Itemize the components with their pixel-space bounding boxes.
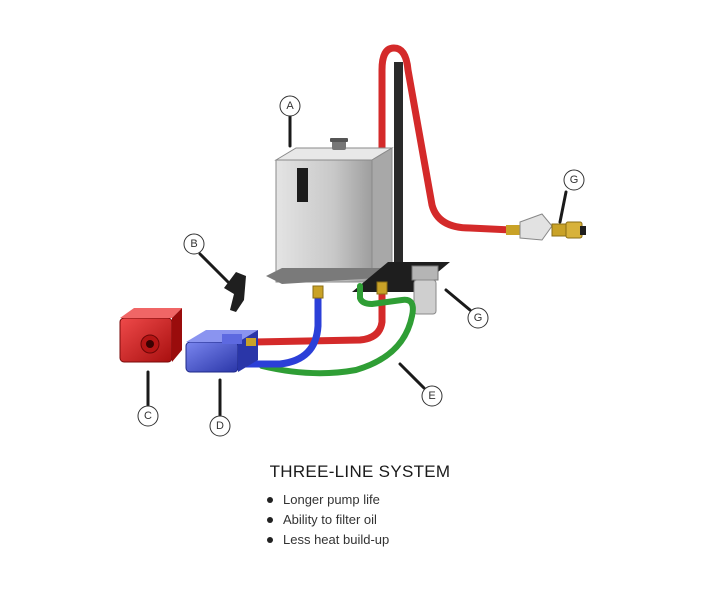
callout-a-label: A — [286, 100, 294, 112]
pressure-line-lower — [248, 291, 386, 346]
black-return-pipe — [394, 62, 403, 272]
filler-cap — [332, 140, 346, 150]
pressure-line — [378, 44, 516, 282]
return-line — [259, 283, 416, 377]
callout-e: E — [421, 385, 443, 407]
mounting-clip — [224, 272, 246, 312]
quick-connect-fitting — [506, 213, 586, 241]
callout-c: C — [137, 405, 159, 427]
caption-title: THREE-LINE SYSTEM — [269, 462, 451, 481]
benefit-list: Longer pump life Ability to filter oil L… — [265, 490, 455, 550]
hydraulic-system-diagram: A B C D E G G — [119, 44, 586, 437]
callout-b-label: B — [190, 238, 197, 250]
benefit-item: Longer pump life — [265, 490, 455, 510]
benefit-item: Less heat build-up — [265, 530, 455, 550]
callout-a: A — [279, 95, 301, 117]
suction-line — [226, 286, 322, 368]
oil-filter — [411, 265, 439, 315]
oil-tank — [266, 138, 394, 284]
red-gear-pump — [119, 308, 182, 363]
callout-c-label: C — [144, 410, 152, 422]
callout-e-label: E — [428, 390, 435, 402]
callout-leaders — [146, 114, 568, 418]
callout-b: B — [183, 233, 205, 255]
callout-d-label: D — [216, 420, 224, 432]
blue-gear-pump — [185, 330, 258, 373]
sight-gauge — [297, 168, 308, 202]
callout-g-top: G — [563, 169, 585, 191]
callout-g-top-label: G — [570, 174, 579, 186]
benefit-item: Ability to filter oil — [265, 510, 455, 530]
caption: THREE-LINE SYSTEM Longer pump life Abili… — [0, 462, 720, 550]
callout-g-bottom-label: G — [474, 312, 483, 324]
callout-d: D — [209, 415, 231, 437]
callout-g-bottom: G — [467, 307, 489, 329]
